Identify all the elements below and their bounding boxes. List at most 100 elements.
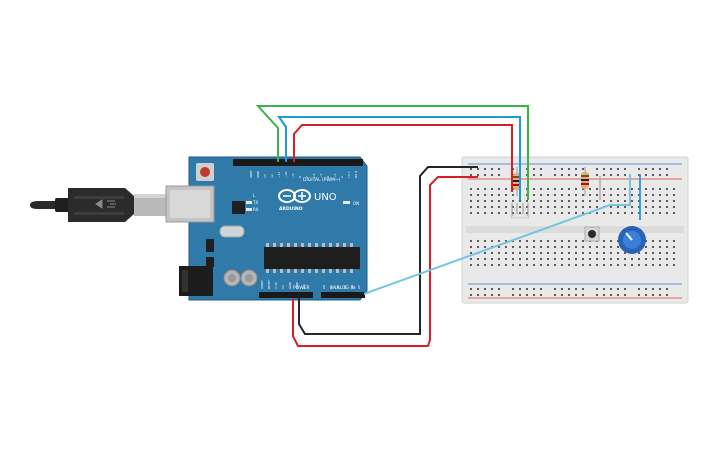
breadboard-hole[interactable] (533, 240, 535, 242)
breadboard-hole[interactable] (470, 264, 472, 266)
breadboard-hole[interactable] (484, 200, 486, 202)
breadboard-hole[interactable] (645, 206, 647, 208)
breadboard-hole[interactable] (582, 258, 584, 260)
breadboard-hole[interactable] (568, 212, 570, 214)
breadboard-hole[interactable] (568, 240, 570, 242)
breadboard-hole[interactable] (470, 252, 472, 254)
breadboard-hole[interactable] (519, 246, 521, 248)
breadboard-hole[interactable] (519, 264, 521, 266)
breadboard-hole[interactable] (554, 252, 556, 254)
breadboard-hole[interactable] (477, 264, 479, 266)
breadboard-hole[interactable] (575, 174, 577, 176)
breadboard-hole[interactable] (610, 168, 612, 170)
breadboard-hole[interactable] (561, 200, 563, 202)
breadboard-hole[interactable] (610, 294, 612, 296)
breadboard-hole[interactable] (505, 212, 507, 214)
breadboard-hole[interactable] (582, 206, 584, 208)
breadboard-hole[interactable] (673, 252, 675, 254)
breadboard-hole[interactable] (568, 206, 570, 208)
breadboard-hole[interactable] (498, 240, 500, 242)
breadboard-hole[interactable] (645, 288, 647, 290)
breadboard-hole[interactable] (554, 200, 556, 202)
breadboard-hole[interactable] (638, 294, 640, 296)
breadboard-hole[interactable] (610, 240, 612, 242)
breadboard-hole[interactable] (540, 258, 542, 260)
breadboard-hole[interactable] (589, 246, 591, 248)
wire-red-top[interactable] (293, 124, 513, 192)
breadboard-hole[interactable] (666, 258, 668, 260)
breadboard-hole[interactable] (645, 264, 647, 266)
breadboard-hole[interactable] (603, 194, 605, 196)
breadboard-hole[interactable] (533, 264, 535, 266)
breadboard-hole[interactable] (575, 288, 577, 290)
breadboard-hole[interactable] (582, 240, 584, 242)
breadboard-hole[interactable] (484, 194, 486, 196)
breadboard-hole[interactable] (491, 200, 493, 202)
breadboard-hole[interactable] (666, 246, 668, 248)
breadboard-hole[interactable] (617, 212, 619, 214)
breadboard-hole[interactable] (603, 168, 605, 170)
breadboard-hole[interactable] (554, 240, 556, 242)
breadboard-hole[interactable] (477, 206, 479, 208)
breadboard-hole[interactable] (512, 206, 514, 208)
breadboard-hole[interactable] (603, 294, 605, 296)
breadboard-hole[interactable] (589, 188, 591, 190)
breadboard-hole[interactable] (673, 240, 675, 242)
breadboard-hole[interactable] (596, 246, 598, 248)
breadboard-hole[interactable] (547, 258, 549, 260)
breadboard-hole[interactable] (645, 258, 647, 260)
breadboard-hole[interactable] (652, 252, 654, 254)
breadboard-hole[interactable] (470, 206, 472, 208)
breadboard-hole[interactable] (540, 200, 542, 202)
breadboard-hole[interactable] (624, 252, 626, 254)
breadboard-hole[interactable] (498, 288, 500, 290)
breadboard-hole[interactable] (666, 288, 668, 290)
breadboard-hole[interactable] (610, 188, 612, 190)
breadboard-hole[interactable] (547, 188, 549, 190)
breadboard-hole[interactable] (624, 206, 626, 208)
breadboard-hole[interactable] (568, 188, 570, 190)
breadboard-hole[interactable] (575, 194, 577, 196)
breadboard[interactable] (461, 156, 689, 304)
breadboard-hole[interactable] (666, 194, 668, 196)
breadboard-hole[interactable] (596, 264, 598, 266)
breadboard-hole[interactable] (652, 206, 654, 208)
breadboard-hole[interactable] (554, 206, 556, 208)
breadboard-hole[interactable] (498, 264, 500, 266)
breadboard-hole[interactable] (666, 294, 668, 296)
breadboard-hole[interactable] (659, 174, 661, 176)
rgb-led[interactable] (510, 203, 530, 219)
breadboard-hole[interactable] (589, 258, 591, 260)
breadboard-hole[interactable] (645, 212, 647, 214)
breadboard-hole[interactable] (561, 188, 563, 190)
wire-cyan-a0[interactable] (363, 174, 631, 295)
breadboard-hole[interactable] (547, 194, 549, 196)
breadboard-hole[interactable] (519, 240, 521, 242)
breadboard-hole[interactable] (673, 188, 675, 190)
breadboard-hole[interactable] (652, 288, 654, 290)
breadboard-hole[interactable] (554, 294, 556, 296)
breadboard-hole[interactable] (582, 168, 584, 170)
breadboard-hole[interactable] (575, 168, 577, 170)
breadboard-hole[interactable] (582, 246, 584, 248)
breadboard-hole[interactable] (582, 212, 584, 214)
breadboard-hole[interactable] (477, 212, 479, 214)
breadboard-hole[interactable] (596, 252, 598, 254)
breadboard-hole[interactable] (484, 252, 486, 254)
breadboard-hole[interactable] (498, 252, 500, 254)
breadboard-hole[interactable] (477, 188, 479, 190)
potentiometer[interactable] (618, 226, 646, 254)
breadboard-hole[interactable] (561, 288, 563, 290)
breadboard-hole[interactable] (568, 174, 570, 176)
breadboard-hole[interactable] (659, 258, 661, 260)
breadboard-hole[interactable] (666, 206, 668, 208)
breadboard-hole[interactable] (505, 252, 507, 254)
breadboard-hole[interactable] (561, 194, 563, 196)
breadboard-hole[interactable] (603, 288, 605, 290)
resistor-2[interactable] (581, 167, 589, 196)
breadboard-hole[interactable] (561, 252, 563, 254)
breadboard-hole[interactable] (645, 252, 647, 254)
breadboard-hole[interactable] (575, 246, 577, 248)
wire-black-gnd[interactable] (298, 166, 478, 335)
breadboard-hole[interactable] (624, 294, 626, 296)
